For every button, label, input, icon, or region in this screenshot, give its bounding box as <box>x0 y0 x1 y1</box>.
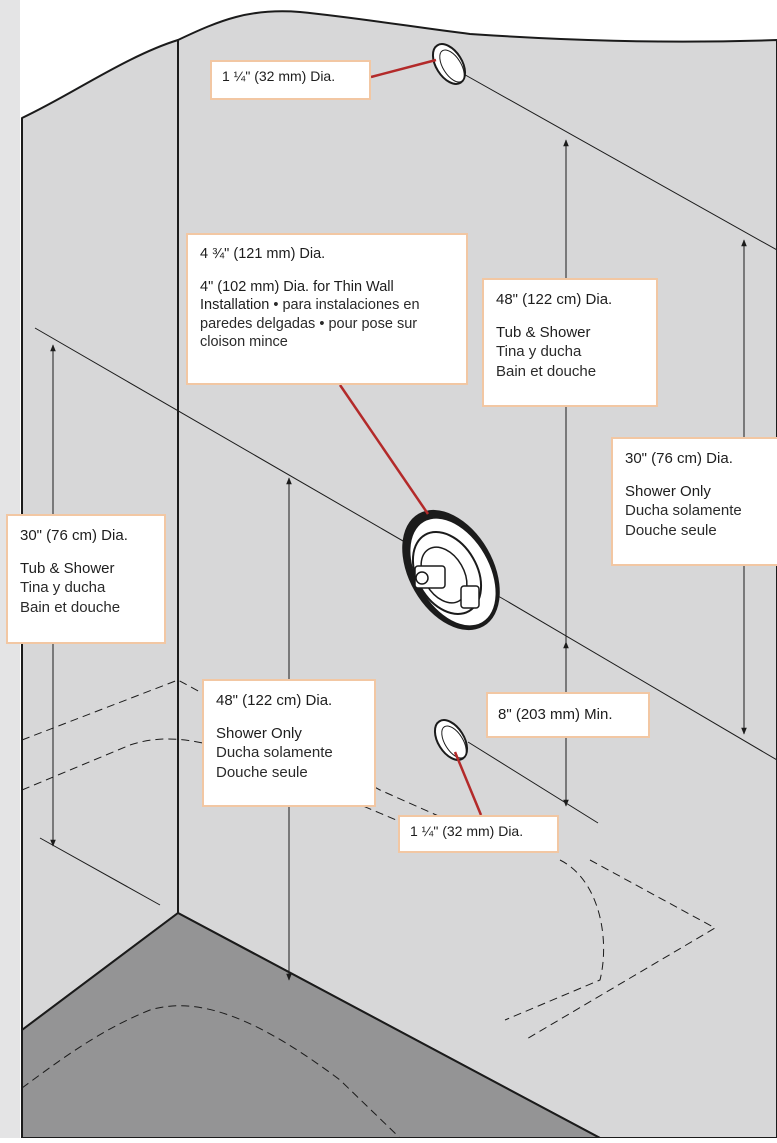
valve-centerline-right <box>504 599 777 761</box>
callout-30-tub-shower: 30" (76 cm) Dia. Tub & Shower Tina y duc… <box>6 514 166 644</box>
dim-48-tub-shower-label: 48" (122 cm) Dia. <box>496 291 613 308</box>
thin-wall-spanish: para instalaciones en paredes delgadas <box>200 297 420 332</box>
callout-30-shower-only: 30" (76 cm) Dia. Shower Only Ducha solam… <box>611 437 777 566</box>
callout-8-min: 8" (203 mm) Min. <box>486 692 650 738</box>
shower-only-fr: Douche seule <box>625 521 717 539</box>
tub-shower-30-es: Tina y ducha <box>20 579 106 597</box>
dim-48-shower-only-label: 48" (122 cm) Dia. <box>216 692 333 709</box>
shower-only-48-es: Ducha solamente <box>216 744 333 762</box>
tub-shower-en: Tub & Shower <box>496 324 591 342</box>
dim-8-min-label: 8" (203 mm) Min. <box>498 706 613 723</box>
thin-wall-separator-1: • <box>269 297 283 314</box>
leader-bottom-hole <box>453 751 483 816</box>
tub-shower-es: Tina y ducha <box>496 343 582 361</box>
tub-shower-30-fr: Bain et douche <box>20 598 121 616</box>
callout-top-hole-dia: 1 ¼" (32 mm) Dia. <box>210 60 371 100</box>
shower-only-48-en: Shower Only <box>216 725 302 743</box>
bottom-hole-reference-line <box>467 741 599 824</box>
top-hole-dia-label: 1 ¼" (32 mm) Dia. <box>222 68 336 84</box>
tub-outline-dashed-3 <box>504 859 605 1021</box>
valve-icon <box>402 509 500 631</box>
top-hole-reference-line <box>459 71 777 251</box>
callout-48-shower-only: 48" (122 cm) Dia. Shower Only Ducha sola… <box>202 679 376 807</box>
bottom-hole-icon <box>433 719 469 761</box>
bottom-hole-dia-label: 1 ¼" (32 mm) Dia. <box>410 823 524 839</box>
tub-shower-30-en: Tub & Shower <box>20 560 115 578</box>
thin-wall-french: pour pose sur cloison mince <box>200 315 418 351</box>
tub-outline-dashed-1 <box>21 679 471 831</box>
dim-30-tub-shower-label: 30" (76 cm) Dia. <box>20 527 128 544</box>
valve-dia-label: 4 ¾" (121 mm) Dia. <box>200 246 326 262</box>
callout-valve-dia: 4 ¾" (121 mm) Dia. 4" (102 mm) Dia. for … <box>186 233 468 385</box>
top-hole-icon <box>431 43 467 85</box>
shower-only-en: Shower Only <box>625 483 711 501</box>
shower-only-48-fr: Douche seule <box>216 763 308 781</box>
leader-top-hole <box>370 58 437 79</box>
leader-valve <box>338 384 430 515</box>
floor-reference-line <box>39 837 161 906</box>
thin-wall-separator-2: • <box>315 315 329 332</box>
dim-30-shower-only-label: 30" (76 cm) Dia. <box>625 450 733 467</box>
callout-48-tub-shower: 48" (122 cm) Dia. Tub & Shower Tina y du… <box>482 278 658 407</box>
callout-bottom-hole-dia: 1 ¼" (32 mm) Dia. <box>398 815 559 853</box>
thin-wall-dia-label: 4" (102 mm) Dia. for Thin Wall Installat… <box>200 278 394 314</box>
thin-wall-note: 4" (102 mm) Dia. for Thin Wall Installat… <box>200 278 454 352</box>
tub-outline-dashed-4 <box>524 859 717 1041</box>
shower-only-es: Ducha solamente <box>625 502 742 520</box>
tub-shower-fr: Bain et douche <box>496 362 597 380</box>
